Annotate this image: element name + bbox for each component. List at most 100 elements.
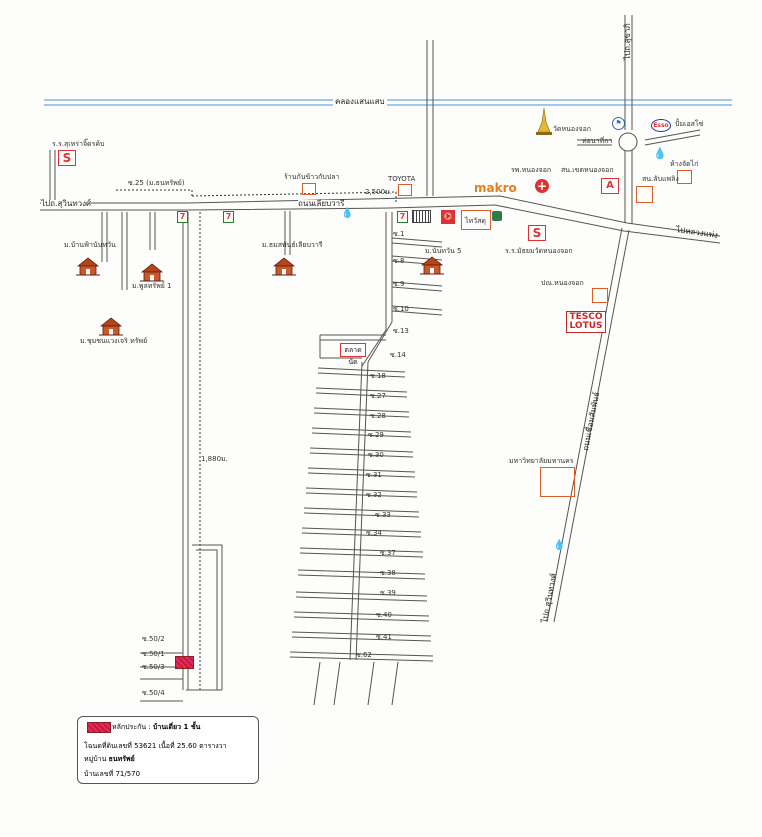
soi-road bbox=[299, 547, 424, 553]
label-wat: วัดหนองจอก bbox=[553, 125, 592, 133]
label-village-thammaphan: ม.ธมสพันธ์เลียบวารี bbox=[262, 241, 323, 249]
label-sukhaphiban: ไปถ.สุขาภิ bbox=[623, 23, 632, 60]
soi-label: ซ.32 bbox=[366, 491, 382, 499]
soi-road bbox=[313, 407, 410, 413]
soi-road bbox=[355, 361, 369, 661]
canal-khlong-saen-saep bbox=[44, 99, 732, 106]
soi-label: ซ.10 bbox=[393, 305, 409, 313]
legend-line-house-no: บ้านเลขที่ 71/570 bbox=[84, 770, 141, 778]
market-small-box: ตลาดนัด bbox=[340, 343, 366, 366]
post-office-marker bbox=[592, 288, 608, 303]
toyota-marker bbox=[398, 184, 412, 196]
soi-label: ซ.33 bbox=[375, 511, 391, 519]
label-village-ban-fa: ม.บ้านฟ้านันทวัน bbox=[64, 241, 116, 249]
small-soi-label: ซ.50/1 bbox=[142, 650, 165, 658]
tesco-lotus-logo: TESCO LOTUS bbox=[566, 311, 606, 333]
legend-swatch bbox=[87, 722, 111, 733]
legend-box: หลักประกัน : บ้านเดี่ยว 1 ชั้น โฉนดที่ดิ… bbox=[77, 716, 259, 784]
soi-road bbox=[297, 574, 426, 580]
soi-label: ซ.27 bbox=[370, 392, 386, 400]
soi-road bbox=[307, 467, 416, 473]
temple-icon bbox=[536, 107, 552, 136]
soi-road bbox=[391, 242, 443, 248]
house-icons bbox=[76, 256, 444, 336]
label-esso: ปั้มเอสโซ่ bbox=[675, 120, 704, 128]
soi-network bbox=[140, 212, 443, 706]
label-village-nanthawan5: ม.นันทวัน 5 bbox=[425, 247, 462, 255]
soi-road bbox=[391, 310, 443, 316]
police-icon: ⚑ bbox=[612, 117, 625, 130]
soi-road bbox=[315, 387, 408, 393]
soi-road bbox=[391, 237, 443, 243]
soi-label: ซ.31 bbox=[366, 471, 382, 479]
market-marker bbox=[677, 170, 692, 184]
label-canal: คลองแสนแสบ bbox=[333, 97, 387, 106]
soi-road bbox=[391, 305, 443, 311]
soi-label: ซ.1 bbox=[393, 230, 405, 238]
soi-label: ซ.40 bbox=[376, 611, 392, 619]
small-soi-label: ซ.50/2 bbox=[142, 635, 165, 643]
soi-label: ซ.9 bbox=[393, 280, 405, 288]
road-verticals-left bbox=[49, 15, 701, 691]
small-soi-label: ซ.50/3 bbox=[142, 663, 165, 671]
label-police-station: สน.ลับแพลิง bbox=[642, 175, 679, 183]
soi-label: ซ.29 bbox=[368, 431, 384, 439]
label-school-left: ร.ร.สุเหร่าจิ๊ดรค้บ bbox=[52, 140, 105, 148]
house-icon bbox=[99, 317, 123, 336]
soi-road bbox=[299, 552, 424, 558]
label-distance-1880: 1,880ม. bbox=[201, 455, 228, 463]
seven-eleven-icon-2: 7 bbox=[223, 211, 234, 223]
hospital-icon: + bbox=[535, 179, 549, 193]
soi-label: ซ.8 bbox=[393, 257, 405, 265]
makro-logo: makro bbox=[474, 181, 517, 195]
soi-road bbox=[303, 507, 420, 513]
soi-label: ซ.28 bbox=[370, 412, 386, 420]
esso-icon: Esso bbox=[651, 119, 671, 132]
gas-drop-icon-3: 💧 bbox=[341, 208, 354, 219]
soi-road bbox=[391, 286, 443, 292]
label-post-office: ปณ.หนองจอก bbox=[541, 279, 584, 287]
gas-drop-icon-2: 💧 bbox=[553, 540, 566, 551]
seven-eleven-icon-3: 7 bbox=[397, 211, 408, 223]
soi-road bbox=[293, 611, 430, 617]
road-liap-wari bbox=[40, 195, 721, 244]
soi-label: ซ.14 bbox=[390, 351, 406, 359]
soi-road bbox=[391, 281, 443, 287]
soi-label: ซ.39 bbox=[380, 589, 396, 597]
label-restaurant: ร้านกันข้าวกับปลา bbox=[284, 173, 340, 181]
soi-road bbox=[361, 329, 387, 367]
soi-road bbox=[349, 361, 363, 661]
soi-road bbox=[295, 591, 428, 597]
property-marker bbox=[175, 656, 194, 669]
label-market: ห้างจัดไก่ bbox=[670, 160, 699, 168]
label-school-right: ร.ร.มัธยมวัดหนองจอก bbox=[505, 247, 573, 255]
thai-watsadu-marker bbox=[461, 210, 491, 230]
soi-label: ซ.37 bbox=[380, 549, 396, 557]
soi-label: ซ.18 bbox=[370, 372, 386, 380]
soi-road bbox=[297, 569, 426, 575]
seven-eleven-icon-1: 7 bbox=[177, 211, 188, 223]
university-marker bbox=[540, 467, 575, 497]
soi-label: ซ.30 bbox=[368, 451, 384, 459]
soi-road bbox=[391, 661, 399, 706]
legend-line-deed: โฉนดที่ดินเลขที่ 53621 เนื้อที่ 25.60 ตา… bbox=[84, 742, 227, 750]
district-a-icon: A bbox=[601, 178, 619, 194]
soi-road bbox=[309, 447, 414, 453]
soi-road bbox=[313, 661, 321, 706]
soi-road bbox=[289, 656, 434, 662]
restaurant-marker bbox=[302, 183, 316, 195]
dashed-route bbox=[116, 189, 397, 690]
legend-line-type: หลักประกัน : บ้านเดี่ยว 1 ชั้น bbox=[112, 723, 201, 731]
label-distance-2500: 2,500ม. bbox=[365, 188, 392, 196]
soi-road bbox=[291, 631, 432, 637]
soi-road bbox=[307, 472, 416, 478]
school-icon: S bbox=[58, 150, 76, 166]
soi-road bbox=[305, 487, 418, 493]
legend-line-village: หมู่บ้าน ธนทรัพย์ bbox=[84, 755, 135, 763]
soi-road bbox=[309, 452, 414, 458]
toll-stripes-icon bbox=[412, 210, 431, 223]
small-soi-label: ซ.50/4 bbox=[142, 689, 165, 697]
soi-road bbox=[367, 661, 375, 706]
label-liap-wari: ถนนเลียบวารี bbox=[298, 199, 345, 208]
